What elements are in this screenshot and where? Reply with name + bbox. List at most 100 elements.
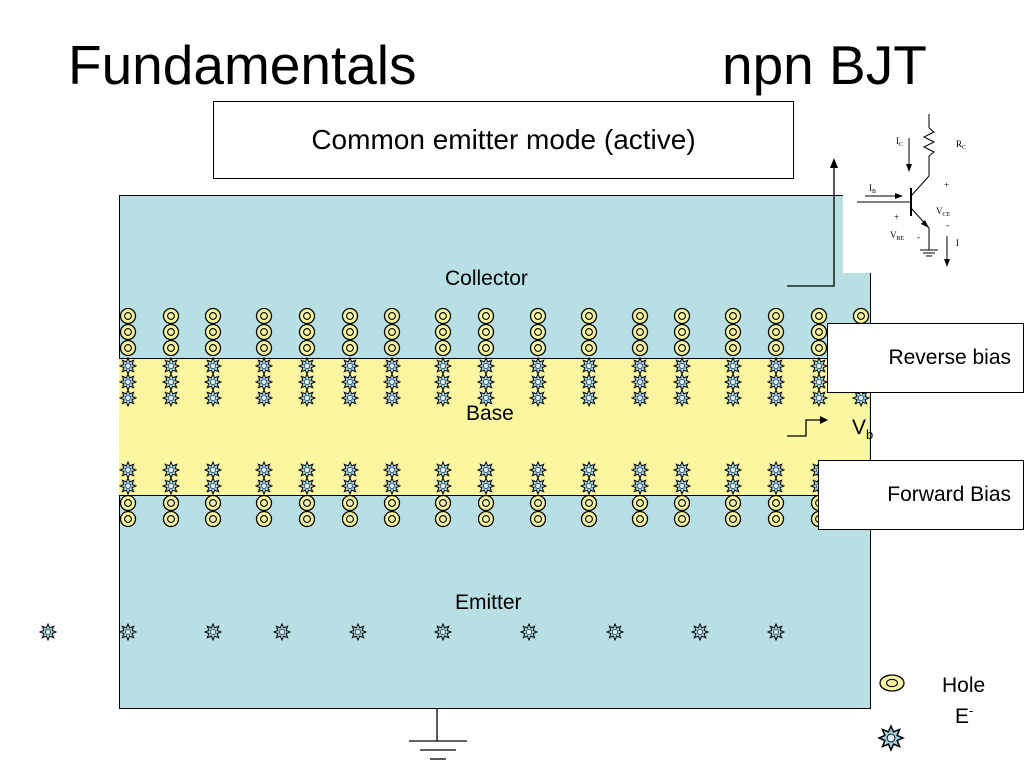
- hole-icon: [119, 510, 137, 528]
- electron-icon: [255, 389, 273, 407]
- collector-label: Collector: [445, 267, 528, 290]
- hole-icon: [298, 510, 316, 528]
- electron-icon: [631, 461, 649, 479]
- hole-icon: [724, 307, 742, 325]
- electron-icon: [341, 357, 359, 375]
- circuit-schematic: RC IC IB + VBE - + VCE - I: [843, 110, 1024, 273]
- hole-icon: [810, 307, 828, 325]
- hole-icon: [204, 510, 222, 528]
- hole-icon: [580, 307, 598, 325]
- hole-icon: [477, 323, 495, 341]
- legend-hole-label: Hole: [942, 674, 986, 697]
- hole-icon: [724, 510, 742, 528]
- hole-icon: [724, 339, 742, 357]
- electron-icon: [691, 623, 709, 641]
- hole-icon: [767, 339, 785, 357]
- electron-icon: [119, 357, 137, 375]
- electron-icon: [767, 389, 785, 407]
- ie-arrow-icon: [944, 259, 950, 267]
- hole-icon: [580, 494, 598, 512]
- ib-label: IB: [869, 183, 876, 195]
- electron-icon: [434, 477, 452, 495]
- electron-icon: [724, 357, 742, 375]
- base-region: [119, 358, 869, 496]
- hole-icon: [767, 323, 785, 341]
- electron-icon: [119, 373, 137, 391]
- vbe-plus: +: [894, 212, 899, 222]
- electron-icon: [529, 357, 547, 375]
- hole-icon: [255, 323, 273, 341]
- electron-icon: [204, 357, 222, 375]
- hole-icon: [673, 494, 691, 512]
- electron-icon: [631, 477, 649, 495]
- hole-icon: [631, 510, 649, 528]
- electron-icon: [580, 461, 598, 479]
- hole-icon: [434, 510, 452, 528]
- electron-icon: [119, 461, 137, 479]
- hole-icon: [529, 494, 547, 512]
- hole-icon: [852, 307, 870, 325]
- electron-icon: [477, 373, 495, 391]
- hole-icon: [810, 339, 828, 357]
- hole-icon: [204, 323, 222, 341]
- vce-plus: +: [944, 180, 949, 190]
- electron-icon: [724, 461, 742, 479]
- vce-minus: -: [946, 220, 949, 230]
- hole-icon: [119, 339, 137, 357]
- hole-icon: [673, 323, 691, 341]
- forward-bias-label: Forward Bias: [887, 483, 1011, 506]
- hole-icon: [119, 323, 137, 341]
- hole-icon: [162, 323, 180, 341]
- electron-icon: [298, 357, 316, 375]
- hole-icon: [631, 494, 649, 512]
- hole-icon: [580, 510, 598, 528]
- electron-icon: [606, 623, 624, 641]
- hole-icon: [383, 339, 401, 357]
- electron-icon: [520, 623, 538, 641]
- hole-icon: [529, 307, 547, 325]
- ie-label: I: [956, 238, 959, 248]
- hole-icon: [255, 339, 273, 357]
- electron-icon: [298, 461, 316, 479]
- electron-icon: [477, 389, 495, 407]
- electron-icon: [298, 373, 316, 391]
- hole-icon: [119, 307, 137, 325]
- hole-icon: [673, 339, 691, 357]
- electron-icon: [341, 373, 359, 391]
- electron-icon: [673, 389, 691, 407]
- resistor-icon: [922, 127, 936, 157]
- hole-icon: [383, 307, 401, 325]
- hole-icon: [529, 323, 547, 341]
- hole-icon: [631, 323, 649, 341]
- hole-icon: [724, 323, 742, 341]
- electron-icon: [255, 357, 273, 375]
- hole-icon: [477, 494, 495, 512]
- rc-label: RC: [956, 139, 966, 151]
- hole-icon: [477, 339, 495, 357]
- vb-arrowhead: [820, 416, 828, 424]
- hole-icon: [434, 307, 452, 325]
- legend-hole-icon: [879, 674, 905, 692]
- hole-icon: [298, 323, 316, 341]
- electron-icon: [434, 357, 452, 375]
- hole-icon: [810, 323, 828, 341]
- electron-icon: [298, 477, 316, 495]
- electron-icon: [383, 461, 401, 479]
- vb-arrow: [787, 419, 822, 437]
- electron-icon: [767, 373, 785, 391]
- electron-icon: [162, 389, 180, 407]
- forward-bias-box: Forward Bias: [818, 460, 1024, 530]
- hole-icon: [341, 494, 359, 512]
- hole-icon: [631, 307, 649, 325]
- hole-icon: [298, 307, 316, 325]
- legend-electron-icon: [878, 725, 904, 751]
- hole-icon: [341, 510, 359, 528]
- electron-icon: [119, 623, 137, 641]
- electron-icon: [767, 477, 785, 495]
- electron-icon: [162, 373, 180, 391]
- electron-icon: [673, 357, 691, 375]
- hole-icon: [298, 494, 316, 512]
- electron-icon: [255, 461, 273, 479]
- electron-icon: [204, 373, 222, 391]
- electron-icon: [631, 357, 649, 375]
